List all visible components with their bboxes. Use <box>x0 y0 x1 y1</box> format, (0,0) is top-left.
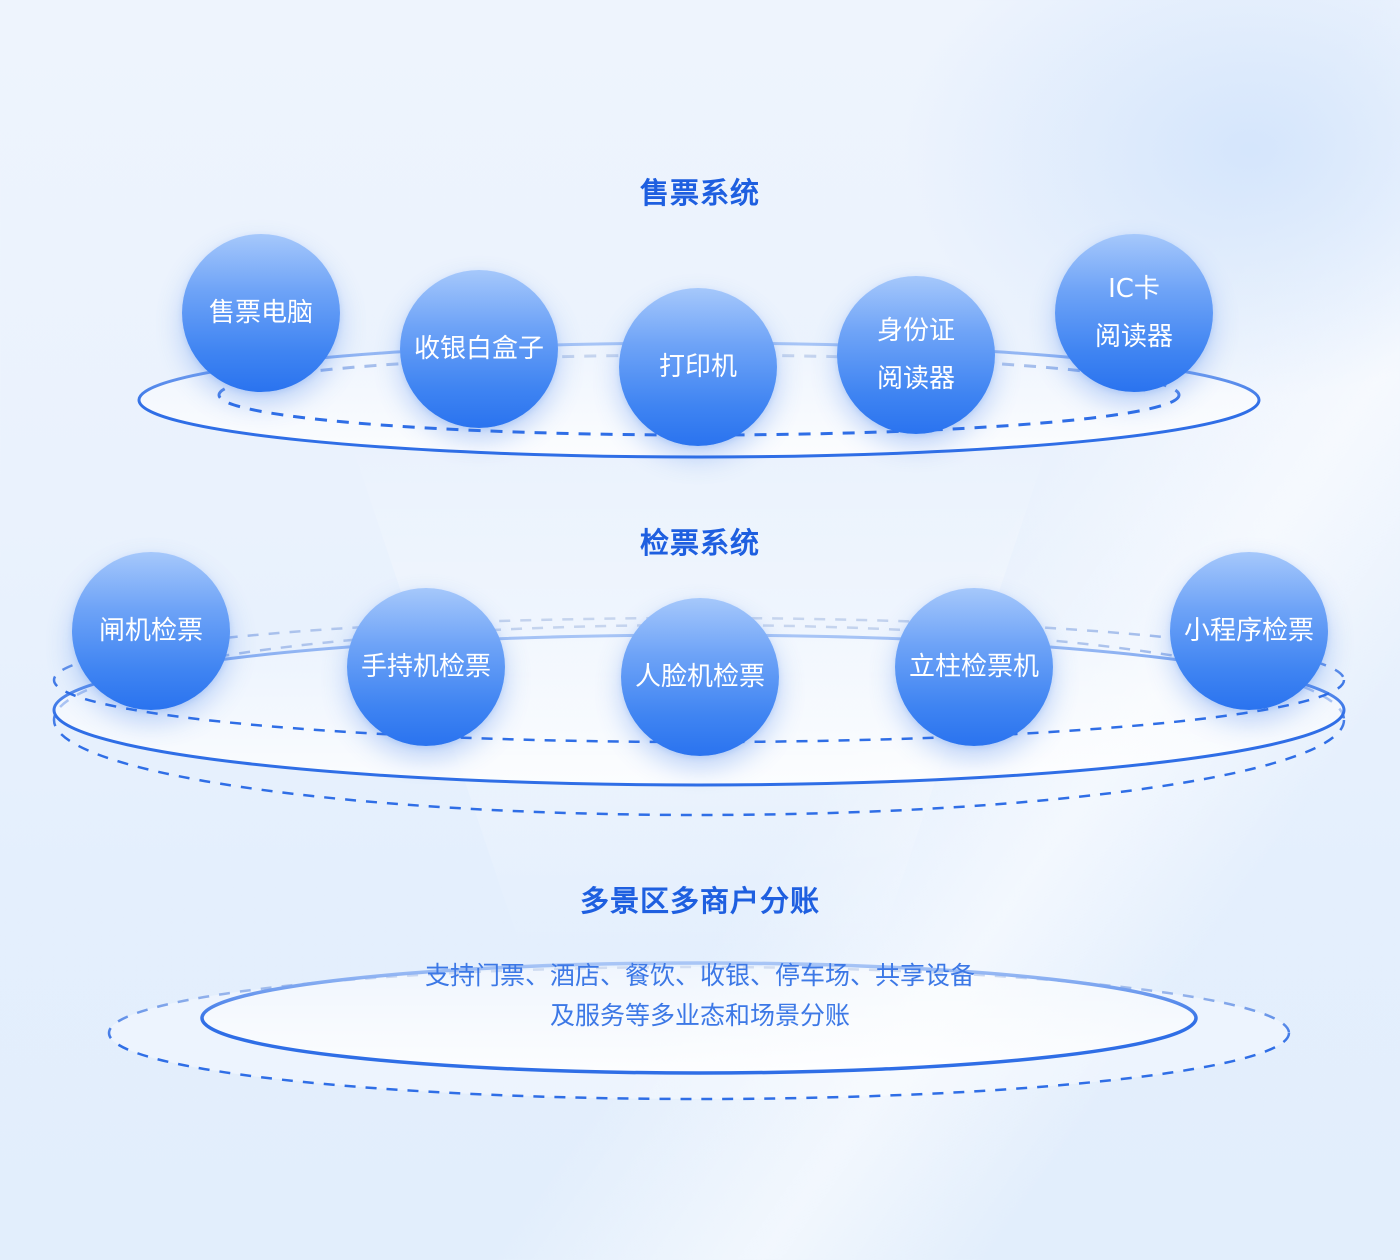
settlement-description-line-2: 及服务等多业态和场景分账 <box>549 1001 850 1030</box>
bubble-id-card-reader[interactable]: 身份证 阅读器 <box>837 276 995 434</box>
ticketing-system-title: 售票系统 <box>639 176 760 210</box>
bubble-label: IC卡 <box>1108 274 1160 304</box>
bubble-gate-check[interactable]: 闸机检票 <box>72 552 230 710</box>
bubble-ic-card-reader[interactable]: IC卡 阅读器 <box>1055 234 1213 392</box>
ticket-checking-system-title: 检票系统 <box>639 526 760 560</box>
bubble-handheld-check[interactable]: 手持机检票 <box>347 588 505 746</box>
bubble-label: 阅读器 <box>876 364 955 394</box>
bubble-label: 人脸机检票 <box>634 662 765 692</box>
bubble-label: 手持机检票 <box>360 652 491 682</box>
bubble-label: 小程序检票 <box>1183 616 1314 646</box>
bubble-label: 闸机检票 <box>98 616 203 646</box>
bubble-miniprogram-check[interactable]: 小程序检票 <box>1170 552 1328 710</box>
bubble-printer[interactable]: 打印机 <box>619 288 777 446</box>
settlement-title: 多景区多商户分账 <box>579 884 820 918</box>
bubble-ticket-pc[interactable]: 售票电脑 <box>182 234 340 392</box>
bubble-label: 立柱检票机 <box>908 652 1039 682</box>
bubble-label: 身份证 <box>876 316 955 346</box>
bubble-label: 阅读器 <box>1094 322 1173 352</box>
bubble-label: 售票电脑 <box>208 298 313 328</box>
bubble-face-check[interactable]: 人脸机检票 <box>621 598 779 756</box>
bubble-label: 收银白盒子 <box>413 334 544 364</box>
bubble-label: 打印机 <box>658 352 737 382</box>
bubble-pillar-check[interactable]: 立柱检票机 <box>895 588 1053 746</box>
bubble-cashier-box[interactable]: 收银白盒子 <box>400 270 558 428</box>
settlement-description-line-1: 支持门票、酒店、餐饮、收银、停车场、共享设备 <box>424 961 975 990</box>
